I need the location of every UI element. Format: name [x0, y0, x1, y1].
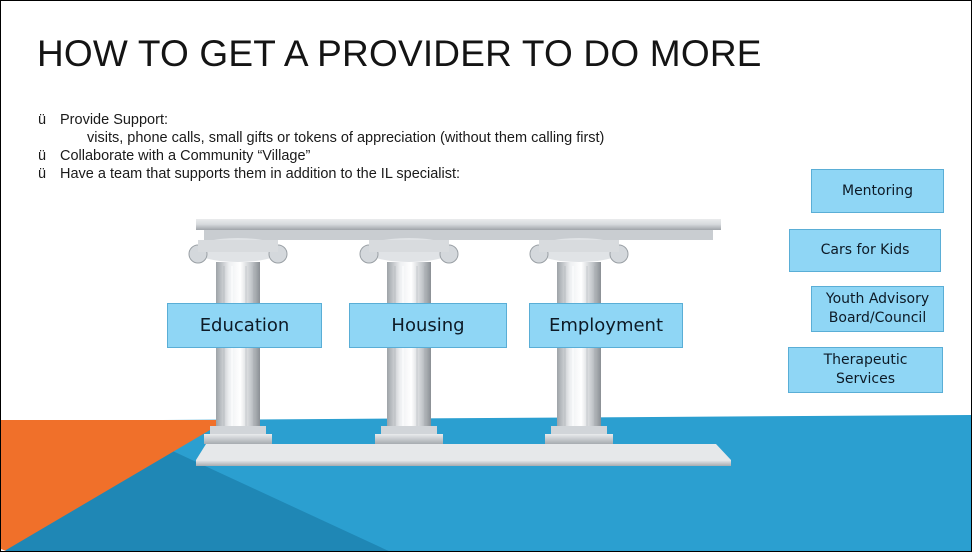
label-housing: Housing [349, 303, 507, 348]
bullet-item: ü Collaborate with a Community “Village” [38, 147, 604, 165]
bullet-item: ü Provide Support: [38, 111, 604, 129]
column-right [529, 238, 629, 444]
label-employment: Employment [529, 303, 683, 348]
check-bullet-icon: ü [38, 166, 47, 182]
bullet-sub-text: visits, phone calls, small gifts or toke… [87, 130, 605, 146]
white-wedge [1, 549, 6, 551]
therapeutic-line2: Services [835, 371, 896, 387]
bullet-text: Have a team that supports them in additi… [60, 166, 461, 182]
youth-advisory-line2: Board/Council [828, 310, 927, 326]
label-education: Education [167, 303, 322, 348]
pillars-illustration [188, 216, 731, 466]
box-therapeutic-services: Therapeutic Services [788, 347, 943, 393]
bullet-text: Provide Support: [60, 112, 169, 128]
check-bullet-icon: ü [38, 148, 47, 164]
beam [196, 216, 721, 240]
box-cars-for-kids: Cars for Kids [789, 229, 941, 272]
box-mentoring: Mentoring [811, 169, 944, 213]
column-center [359, 238, 459, 444]
youth-advisory-line1: Youth Advisory [825, 291, 930, 307]
column-left [188, 238, 288, 444]
check-bullet-icon: ü [38, 112, 47, 128]
therapeutic-line1: Therapeutic [823, 352, 908, 368]
box-youth-advisory: Youth Advisory Board/Council [811, 286, 944, 332]
slide-title: HOW TO GET A PROVIDER TO DO MORE [37, 33, 762, 74]
orange-corner [1, 420, 227, 551]
bullet-item: ü Have a team that supports them in addi… [38, 165, 604, 183]
bullet-list: ü Provide Support: visits, phone calls, … [38, 111, 604, 183]
bullet-text: Collaborate with a Community “Village” [60, 148, 311, 164]
base-platform [196, 444, 731, 466]
